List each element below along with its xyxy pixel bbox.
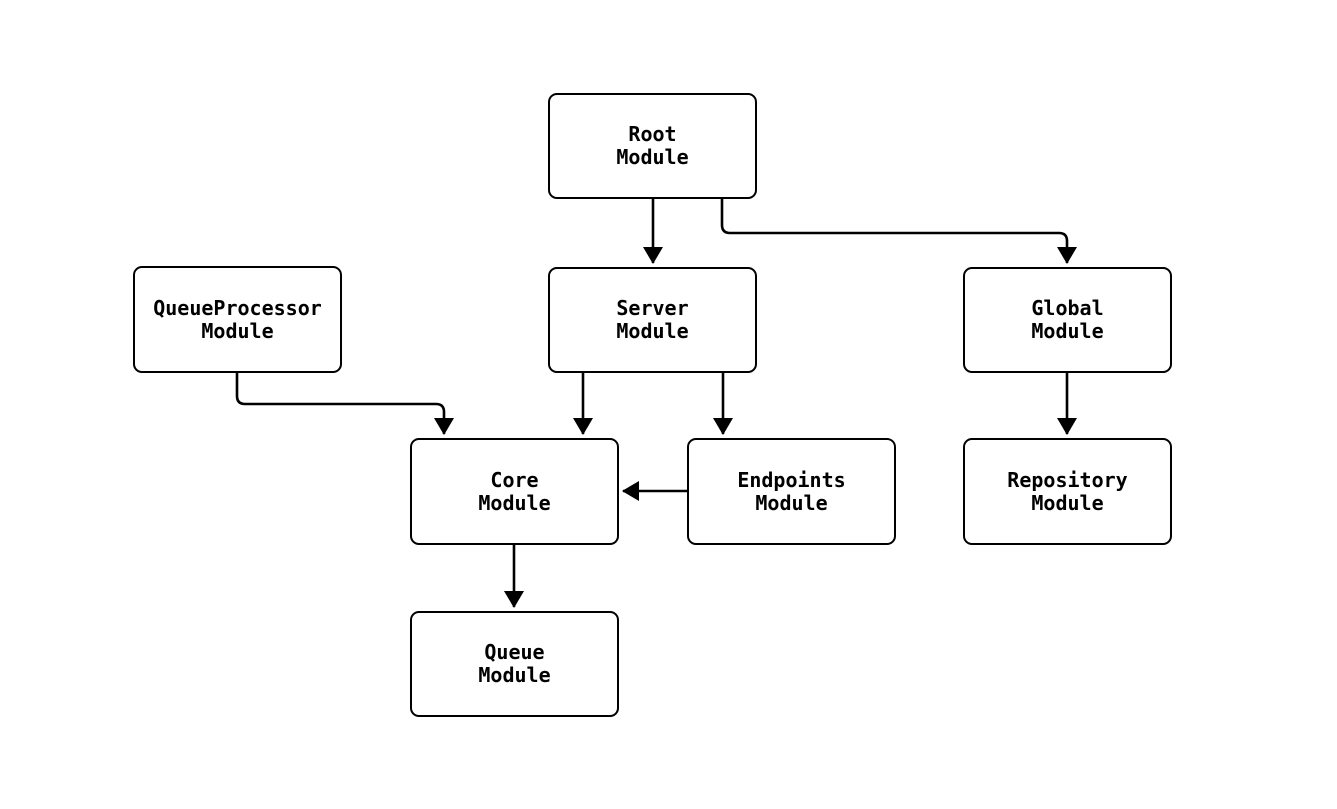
node-root-module: Root Module (548, 93, 757, 199)
node-label-line: Root (628, 122, 677, 146)
edge-queueprocessor-to-core (235, 373, 454, 435)
node-label-line: QueueProcessor (153, 295, 322, 320)
node-server-module: Server Module (548, 267, 757, 373)
node-global-module: Global Module (963, 267, 1172, 373)
node-label-line: Repository (1007, 467, 1128, 492)
node-label-line: Module (616, 319, 689, 343)
node-label-line: Module (616, 145, 689, 169)
node-label-line: Global (1031, 296, 1104, 320)
node-label-line: Module (201, 318, 274, 343)
node-label-line: Endpoints (737, 467, 846, 492)
node-label-line: Module (1031, 490, 1104, 515)
node-queueprocessor-module: QueueProcessor Module (133, 266, 342, 373)
node-label-line: Server (616, 296, 689, 320)
node-label-line: Module (478, 663, 551, 687)
node-queue-module: Queue Module (410, 611, 619, 717)
node-label-line: Core (490, 467, 539, 492)
node-core-module: Core Module (410, 438, 619, 545)
node-label-line: Module (478, 490, 551, 515)
node-label-line: Module (1031, 319, 1104, 343)
edge-root-to-global (720, 199, 1077, 264)
node-endpoints-module: Endpoints Module (687, 438, 896, 545)
node-label-line: Module (755, 490, 828, 515)
node-repository-module: Repository Module (963, 438, 1172, 545)
node-label-line: Queue (484, 640, 545, 664)
